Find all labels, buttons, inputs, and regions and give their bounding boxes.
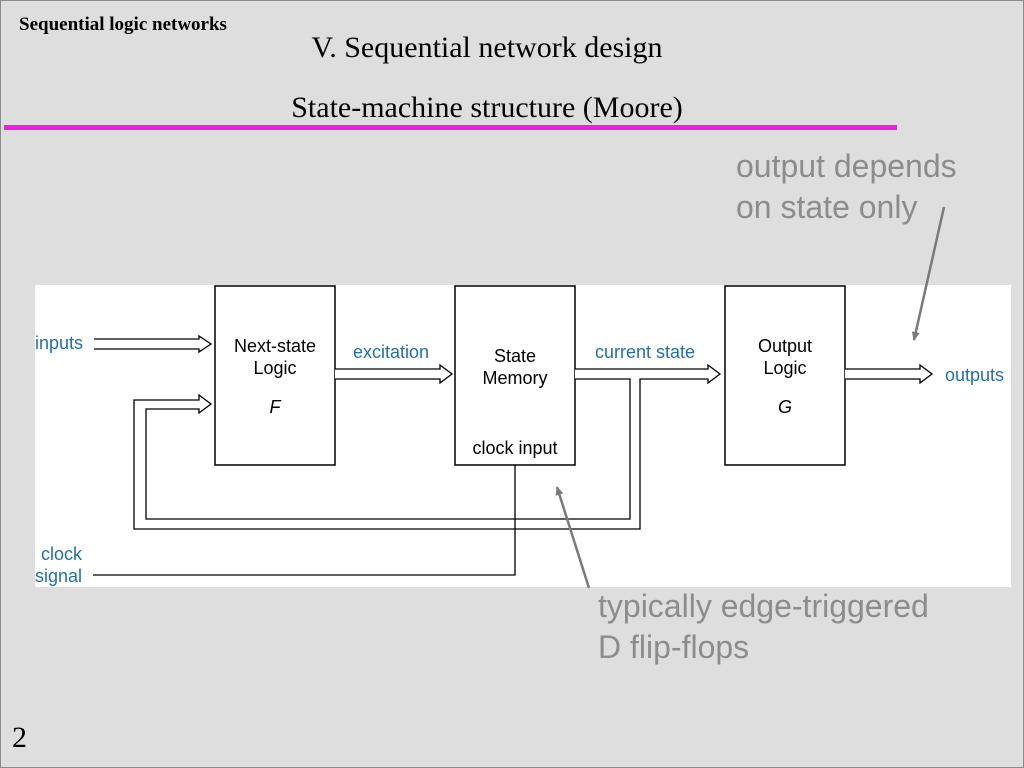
slide-header: Sequential logic networks xyxy=(19,14,227,35)
output-logic-label-line1: Output xyxy=(758,336,812,356)
clock-input-label: clock input xyxy=(472,438,557,458)
clock-signal-line xyxy=(93,465,516,576)
clock-signal-label-line1: clock xyxy=(41,544,83,564)
current-state-arrow xyxy=(133,363,722,530)
state-memory-label-line1: State xyxy=(494,346,536,366)
excitation-arrow xyxy=(335,363,454,385)
outputs-arrow xyxy=(845,363,934,385)
output-logic-block xyxy=(724,285,846,466)
slide-subtitle: State-machine structure (Moore) xyxy=(291,91,683,124)
inputs-label: inputs xyxy=(35,333,83,353)
next-state-symbol: F xyxy=(270,397,282,417)
slide-title: V. Sequential network design xyxy=(311,31,663,64)
page-number: 2 xyxy=(12,721,27,754)
title-divider xyxy=(4,125,897,130)
annotation-flip-flops: typically edge-triggered D flip-flops xyxy=(598,588,929,665)
next-state-label-line2: Logic xyxy=(253,358,296,378)
output-logic-label-line2: Logic xyxy=(763,358,806,378)
output-logic-symbol: G xyxy=(778,397,792,417)
inputs-arrow xyxy=(94,334,213,354)
clock-signal-label-line2: signal xyxy=(35,566,82,586)
excitation-label: excitation xyxy=(353,342,429,362)
next-state-label-line1: Next-state xyxy=(234,336,316,356)
annotation-arrow-bottom xyxy=(555,486,591,589)
annotation-output-depends: output depends on state only xyxy=(736,148,957,225)
annotation-arrow-top xyxy=(911,206,946,341)
current-state-label: current state xyxy=(595,342,695,362)
outputs-label: outputs xyxy=(945,365,1004,385)
state-memory-block xyxy=(454,285,576,466)
next-state-logic-block xyxy=(214,285,336,466)
state-memory-label-line2: Memory xyxy=(482,368,547,388)
